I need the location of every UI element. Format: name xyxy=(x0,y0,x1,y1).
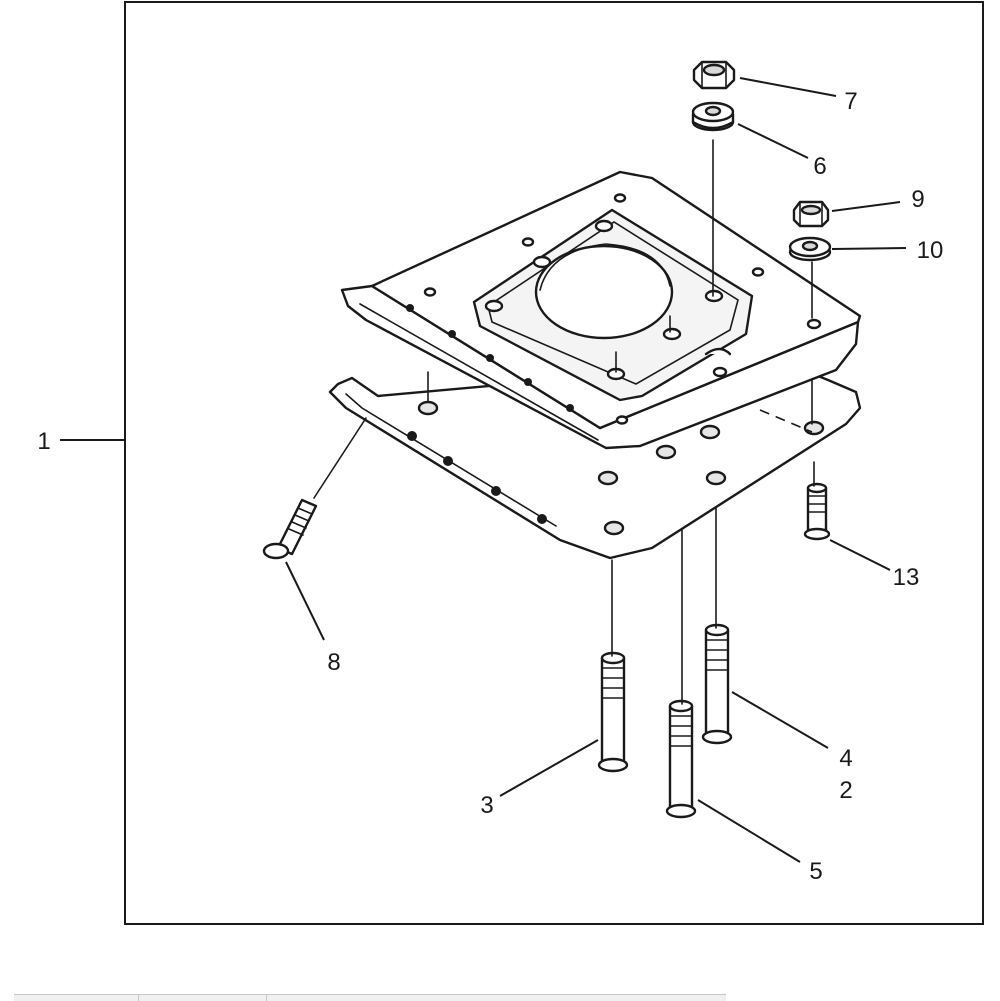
callout-4: 4 xyxy=(839,745,852,772)
washer-10 xyxy=(788,236,832,262)
callout-numbers: 1 7 6 9 10 13 8 4 2 3 5 xyxy=(37,88,943,885)
callout-10: 10 xyxy=(917,237,944,264)
callout-3: 3 xyxy=(480,792,493,819)
bolt-8 xyxy=(262,498,318,560)
hex-nut-9 xyxy=(792,200,830,228)
callout-5: 5 xyxy=(809,858,822,885)
bolt-13 xyxy=(803,482,831,541)
bottom-table-edge xyxy=(14,994,726,1001)
lock-washer-6 xyxy=(691,101,735,132)
callout-7: 7 xyxy=(844,88,857,115)
bolt-3 xyxy=(597,651,629,773)
callout-6: 6 xyxy=(813,153,826,180)
callout-13: 13 xyxy=(893,564,920,591)
callout-leaders xyxy=(60,77,907,863)
center-opening xyxy=(534,244,674,340)
hex-nut-7 xyxy=(692,60,736,90)
callout-2: 2 xyxy=(839,777,852,804)
assembly-axis-lines xyxy=(313,139,815,705)
upper-plate xyxy=(340,170,862,450)
assembly-frame xyxy=(124,1,984,925)
callout-1: 1 xyxy=(37,428,50,455)
bolt-5 xyxy=(665,699,697,819)
callout-8: 8 xyxy=(327,649,340,676)
bolt-4 xyxy=(701,623,733,745)
callout-9: 9 xyxy=(911,186,924,213)
